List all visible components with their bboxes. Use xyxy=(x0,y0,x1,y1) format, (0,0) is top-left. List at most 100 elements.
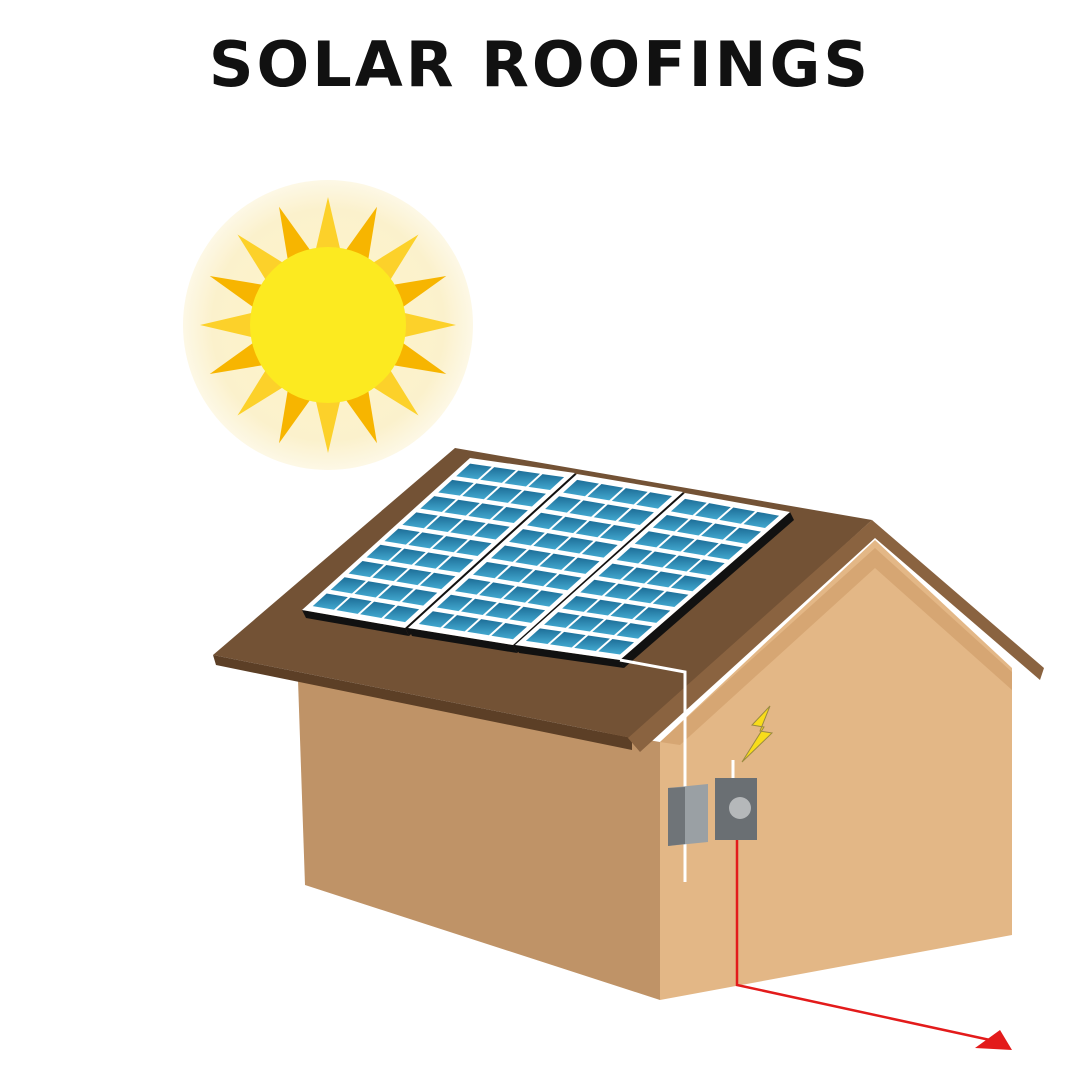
solar-cell xyxy=(354,581,390,598)
solar-cell xyxy=(652,591,689,608)
solar-cell xyxy=(474,523,510,540)
solar-cell xyxy=(479,582,515,599)
solar-cell xyxy=(378,585,414,602)
solar-cell xyxy=(402,512,438,529)
solar-cell xyxy=(444,499,480,516)
page-title: SOLAR ROOFINGS xyxy=(208,28,872,101)
solar-cell xyxy=(593,504,630,521)
solar-cell xyxy=(468,503,504,520)
house-right-wall xyxy=(660,540,1012,1000)
solar-cell xyxy=(616,547,653,564)
solar-cell xyxy=(348,561,384,578)
sun-ray xyxy=(209,339,268,374)
sun-ray xyxy=(388,339,447,374)
solar-cell xyxy=(366,544,402,561)
lightning-bolt-icon xyxy=(741,705,774,763)
solar-cell xyxy=(598,563,635,580)
solar-cell xyxy=(401,589,438,606)
solar-cell xyxy=(725,527,761,544)
solar-cell xyxy=(646,571,683,588)
solar-cell xyxy=(396,568,432,586)
solar-cell xyxy=(515,549,551,566)
sun-core xyxy=(250,247,406,403)
inverter-box xyxy=(668,784,708,846)
solar-cell xyxy=(695,503,731,520)
solar-cell xyxy=(418,611,455,628)
solar-cell xyxy=(652,515,689,532)
solar-cell xyxy=(528,474,565,490)
solar-cell xyxy=(480,467,516,483)
solar-cell xyxy=(383,605,420,623)
solar-cell xyxy=(491,623,528,640)
sun-ray xyxy=(398,311,456,339)
solar-cell xyxy=(628,587,665,604)
solar-cell xyxy=(545,573,582,591)
solar-cell xyxy=(330,577,366,594)
solar-cell xyxy=(743,511,780,529)
solar-cell xyxy=(527,590,564,607)
solar-cell xyxy=(664,555,701,572)
solar-cell xyxy=(486,486,522,503)
solar-cell xyxy=(563,479,599,497)
solar-cell xyxy=(719,507,755,524)
solar-panels xyxy=(302,458,794,668)
solar-panel xyxy=(515,493,794,668)
solar-cell xyxy=(420,572,456,590)
solar-cell xyxy=(533,533,570,550)
solar-cell xyxy=(701,523,737,540)
meter-dial xyxy=(729,797,751,819)
solar-cell xyxy=(456,463,492,480)
solar-cell xyxy=(485,602,521,619)
sun-ray xyxy=(200,311,258,339)
solar-cell xyxy=(563,557,600,574)
solar-cell xyxy=(360,601,396,618)
solar-cell xyxy=(562,595,598,612)
solar-cell xyxy=(550,631,586,648)
solar-cell xyxy=(676,519,713,536)
roof-front-edge xyxy=(213,655,632,750)
solar-cell xyxy=(461,598,497,616)
solar-cell xyxy=(658,535,695,552)
house-left-wall xyxy=(298,680,660,1000)
sun-ray xyxy=(342,385,377,444)
solar-cell xyxy=(636,492,673,509)
solar-cell xyxy=(462,483,498,500)
solar-cell xyxy=(634,607,671,623)
solar-cell xyxy=(568,615,604,632)
solar-cell xyxy=(336,597,372,614)
solar-cell xyxy=(551,516,588,534)
solar-cell xyxy=(634,531,671,548)
solar-cell xyxy=(372,564,408,582)
solar-cell xyxy=(497,565,533,583)
solar-cell xyxy=(510,490,546,507)
solar-cell xyxy=(670,575,707,592)
solar-cell xyxy=(610,603,647,620)
sun-ray xyxy=(388,276,447,311)
solar-cell xyxy=(598,639,635,655)
solar-cell xyxy=(472,561,509,579)
solar-cell xyxy=(384,528,420,545)
solar-cell xyxy=(587,483,624,501)
solar-cell xyxy=(420,496,456,512)
solar-cell xyxy=(581,541,618,558)
solar-cell xyxy=(622,567,659,584)
solar-cell xyxy=(408,532,444,549)
solar-cell xyxy=(467,619,503,636)
electric-meter xyxy=(715,778,757,840)
roof-gable-eave xyxy=(628,520,1044,752)
solar-cell xyxy=(545,496,581,513)
solar-cell xyxy=(616,623,653,639)
solar-cell xyxy=(689,559,725,576)
grid-connection-line xyxy=(735,840,991,1042)
solar-cell xyxy=(390,548,426,565)
solar-cell xyxy=(443,615,479,632)
solar-cell xyxy=(640,551,677,568)
solar-cell xyxy=(504,470,540,487)
solar-cell xyxy=(438,556,474,573)
solar-cell xyxy=(503,586,540,603)
solar-cell xyxy=(586,599,622,616)
solar-cell xyxy=(509,529,545,546)
solar-cell xyxy=(454,578,491,595)
arrow-head-icon xyxy=(975,1030,1012,1050)
